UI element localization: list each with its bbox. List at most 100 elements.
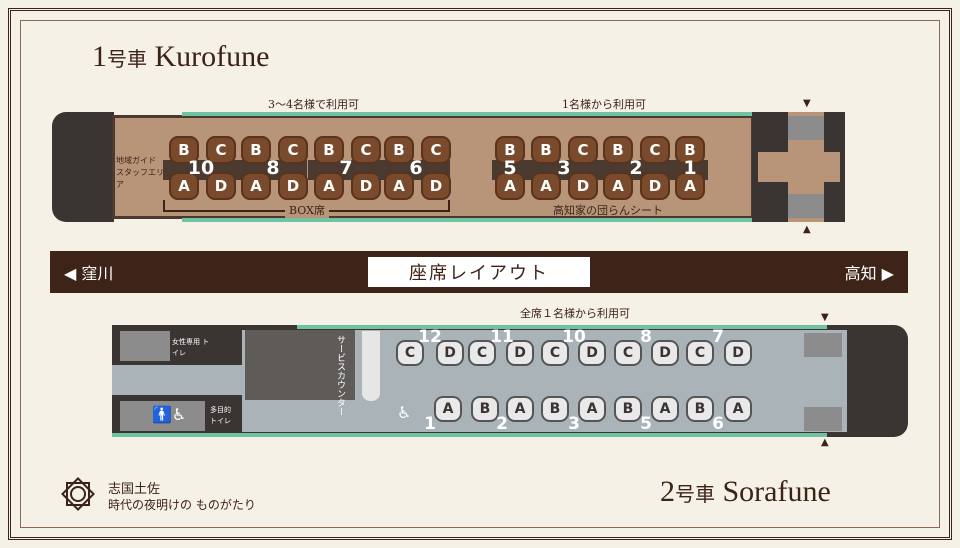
seat-number-bottom[interactable]: 5 bbox=[640, 414, 652, 434]
seat-3D[interactable]: D bbox=[568, 172, 598, 200]
seat-number-top[interactable]: 12 bbox=[418, 327, 442, 347]
seat-7C[interactable]: C bbox=[351, 136, 381, 164]
service-counter bbox=[245, 330, 355, 400]
car2-note: 全席１名様から利用可 bbox=[520, 307, 630, 320]
seat-top-D[interactable]: D bbox=[578, 340, 606, 366]
door-top[interactable] bbox=[788, 116, 824, 140]
seat-8C[interactable]: C bbox=[278, 136, 308, 164]
seat-1A[interactable]: A bbox=[675, 172, 705, 200]
table-number: 6 bbox=[409, 157, 423, 179]
staff-area-label: 地域ガイド スタッフエリア bbox=[116, 156, 164, 189]
box-label: BOX席 bbox=[285, 202, 329, 218]
women-toilet-label: 女性専用 トイレ bbox=[172, 338, 210, 357]
seat-10B[interactable]: B bbox=[169, 136, 199, 164]
seat-bottom-B[interactable]: B bbox=[614, 396, 642, 422]
seat-10D[interactable]: D bbox=[206, 172, 236, 200]
seat-number-top[interactable]: 8 bbox=[640, 327, 652, 347]
car2-title: 2号車 Sorafune bbox=[660, 475, 831, 509]
seat-number-bottom[interactable]: 3 bbox=[568, 414, 580, 434]
table-number: 10 bbox=[187, 157, 215, 179]
toilet-people-icon: 🚹♿ bbox=[152, 405, 187, 424]
car2-windows-top bbox=[297, 325, 827, 329]
multipurpose-toilet-room[interactable] bbox=[120, 401, 205, 431]
counter-top bbox=[362, 331, 380, 401]
car2-door-arrow-up-icon: ▲ bbox=[821, 437, 829, 448]
table-number: 7 bbox=[339, 157, 353, 179]
seat-top-C[interactable]: C bbox=[614, 340, 642, 366]
seat-5A[interactable]: A bbox=[495, 172, 525, 200]
direction-left: ◀ 窪川 bbox=[64, 264, 114, 283]
logo-emblem-icon bbox=[56, 472, 100, 516]
seat-10A[interactable]: A bbox=[169, 172, 199, 200]
seat-7A[interactable]: A bbox=[314, 172, 344, 200]
seat-number-top[interactable]: 10 bbox=[562, 327, 586, 347]
table-number: 8 bbox=[266, 157, 280, 179]
seat-6D[interactable]: D bbox=[421, 172, 451, 200]
car2-number: 2 bbox=[660, 475, 675, 508]
car1-title: 1号車 Kurofune bbox=[92, 40, 269, 74]
seat-3B[interactable]: B bbox=[531, 136, 561, 164]
seat-number-bottom[interactable]: 2 bbox=[496, 414, 508, 434]
seat-bottom-A[interactable]: A bbox=[434, 396, 462, 422]
car2-windows-bottom bbox=[112, 433, 827, 437]
seat-top-C[interactable]: C bbox=[468, 340, 496, 366]
seat-3A[interactable]: A bbox=[531, 172, 561, 200]
seat-top-D[interactable]: D bbox=[506, 340, 534, 366]
seat-top-D[interactable]: D bbox=[436, 340, 464, 366]
seat-6C[interactable]: C bbox=[421, 136, 451, 164]
seat-6B[interactable]: B bbox=[384, 136, 414, 164]
seat-top-D[interactable]: D bbox=[651, 340, 679, 366]
seat-top-D[interactable]: D bbox=[724, 340, 752, 366]
car2-door-bottom[interactable] bbox=[804, 407, 842, 431]
car1-cab bbox=[52, 112, 114, 222]
seat-number-top[interactable]: 7 bbox=[712, 327, 724, 347]
seat-8A[interactable]: A bbox=[241, 172, 271, 200]
banner-title: 座席レイアウト bbox=[368, 257, 590, 287]
seat-8B[interactable]: B bbox=[241, 136, 271, 164]
car2-door-top[interactable] bbox=[804, 333, 842, 357]
door-bottom[interactable] bbox=[788, 194, 824, 218]
seat-3C[interactable]: C bbox=[568, 136, 598, 164]
seat-number-top[interactable]: 11 bbox=[490, 327, 514, 347]
women-toilet-room[interactable] bbox=[120, 331, 170, 361]
seat-1B[interactable]: B bbox=[675, 136, 705, 164]
seat-5B[interactable]: B bbox=[495, 136, 525, 164]
inner-frame bbox=[20, 20, 940, 528]
seat-2C[interactable]: C bbox=[640, 136, 670, 164]
car1-windows-top bbox=[182, 112, 752, 116]
car2-suffix: 号車 bbox=[675, 484, 715, 506]
seat-6A[interactable]: A bbox=[384, 172, 414, 200]
seat-bottom-B[interactable]: B bbox=[471, 396, 499, 422]
seat-2B[interactable]: B bbox=[603, 136, 633, 164]
logo-line2: 時代の夜明けの ものがたり bbox=[108, 498, 256, 512]
seat-7D[interactable]: D bbox=[351, 172, 381, 200]
seat-10C[interactable]: C bbox=[206, 136, 236, 164]
seat-7B[interactable]: B bbox=[314, 136, 344, 164]
door-arrow-down-icon: ▼ bbox=[803, 98, 811, 109]
seat-bottom-A[interactable]: A bbox=[724, 396, 752, 422]
seat-top-C[interactable]: C bbox=[686, 340, 714, 366]
door-arrow-up-icon: ▲ bbox=[803, 224, 811, 235]
seat-top-C[interactable]: C bbox=[541, 340, 569, 366]
seat-8D[interactable]: D bbox=[278, 172, 308, 200]
seat-bottom-A[interactable]: A bbox=[651, 396, 679, 422]
car1-vestibule bbox=[752, 112, 845, 222]
seat-bottom-B[interactable]: B bbox=[686, 396, 714, 422]
multi-toilet-label: 多目的 トイレ bbox=[210, 406, 231, 425]
seat-bottom-B[interactable]: B bbox=[541, 396, 569, 422]
seat-2A[interactable]: A bbox=[603, 172, 633, 200]
outer-frame bbox=[8, 8, 952, 540]
car1-suffix: 号車 bbox=[107, 49, 147, 71]
table-number: 3 bbox=[557, 157, 571, 179]
seat-bottom-A[interactable]: A bbox=[578, 396, 606, 422]
car2-name: Sorafune bbox=[722, 475, 831, 508]
seat-number-bottom[interactable]: 1 bbox=[424, 414, 436, 434]
seat-2D[interactable]: D bbox=[640, 172, 670, 200]
car1-name: Kurofune bbox=[154, 40, 270, 73]
seat-number-bottom[interactable]: 6 bbox=[712, 414, 724, 434]
seat-bottom-A[interactable]: A bbox=[506, 396, 534, 422]
seat-top-C[interactable]: C bbox=[396, 340, 424, 366]
car2-cab bbox=[847, 325, 908, 437]
car1-note-right: 1名様から利用可 bbox=[562, 98, 646, 111]
logo-line1: 志国土佐 bbox=[108, 482, 161, 497]
